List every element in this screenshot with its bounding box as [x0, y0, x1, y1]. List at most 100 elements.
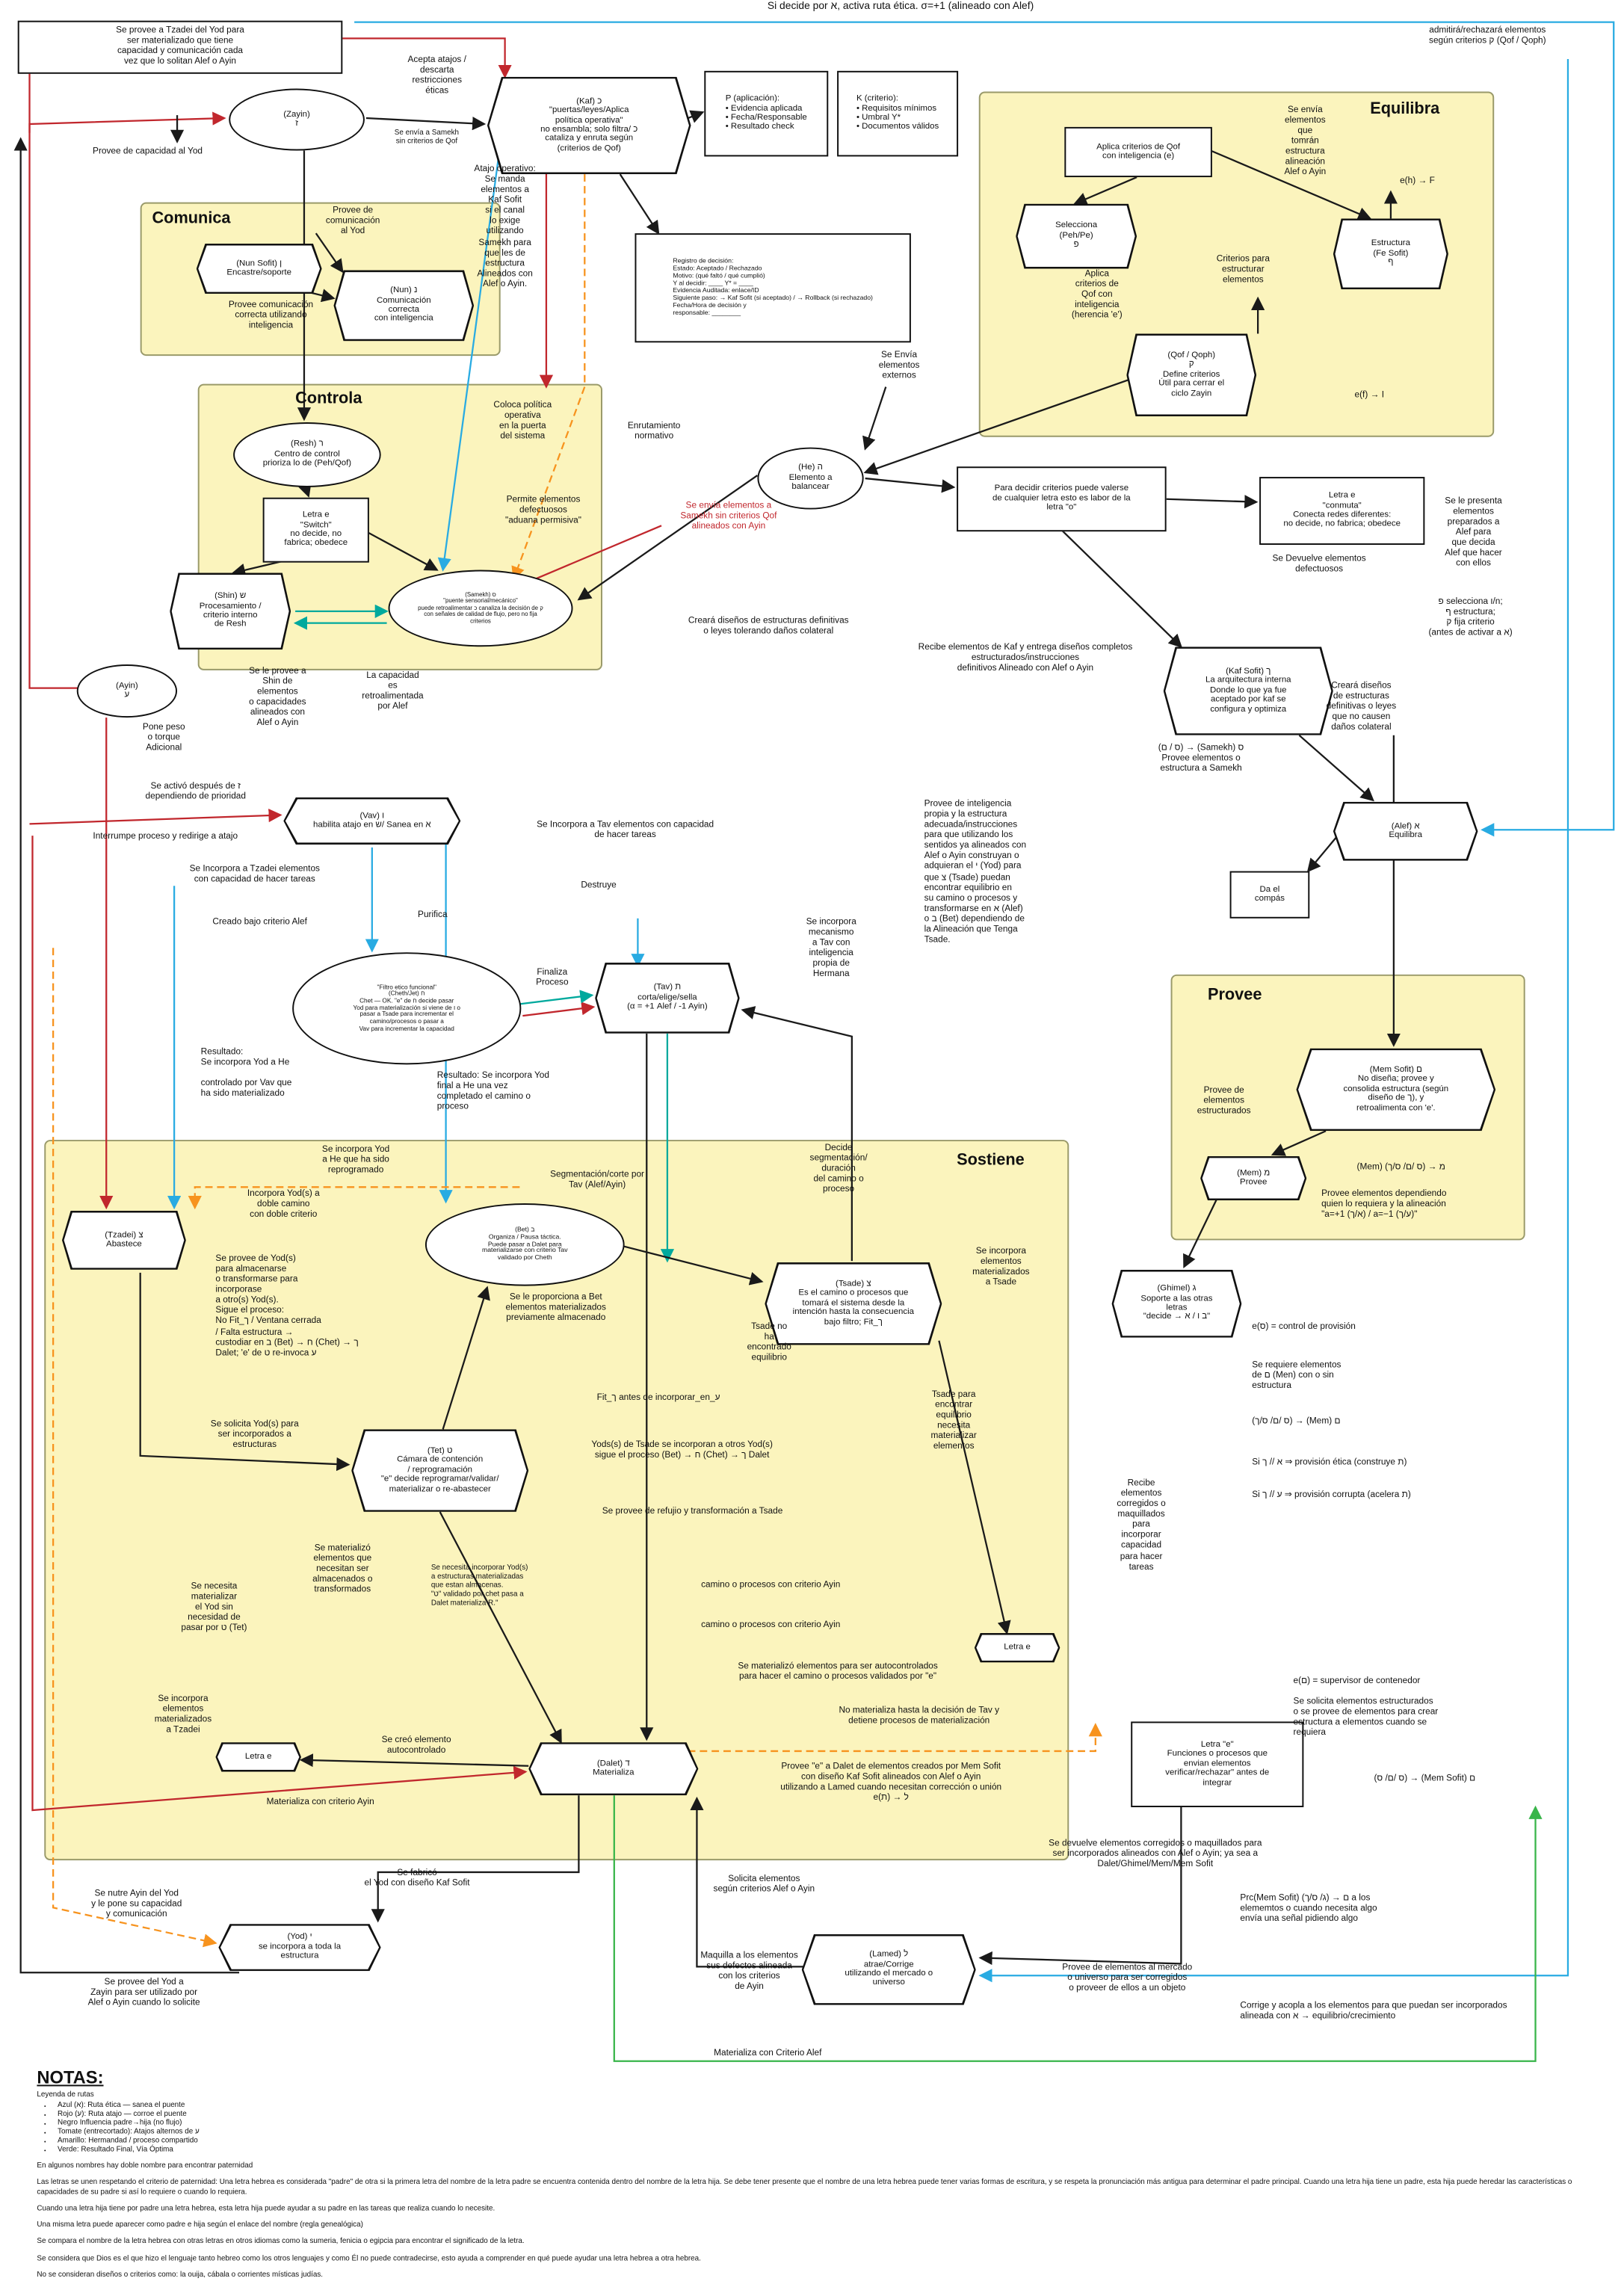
label-incorpora-materializados-tsade: Se incorpora elementos materializados a … [972, 1247, 1030, 1289]
region-title-provee: Provee [1207, 986, 1262, 1004]
node-alef: (Alef) א Equilibra [1333, 801, 1478, 861]
node-peh-label: Selecciona (Peh/Pe) פ [1055, 221, 1098, 250]
node-alef-label: (Alef) א Equilibra [1389, 821, 1422, 841]
label-provee-estructurados: Provee de elementos estructurados [1197, 1086, 1251, 1117]
label-fabrico-yod: Se fabricó el Yod con diseño Kaf Sofit [364, 1868, 470, 1889]
label-decide-segmentacion: Decide segmentación/ duración del camino… [809, 1144, 868, 1195]
node-tsade: (Tsade) צ Es el camino o procesos que to… [765, 1262, 942, 1345]
list-item: Negro Influencia padre→hija (no flujo) [58, 2119, 1594, 2128]
node-bet-label: (Bet) ב Organiza / Pausa táctica. Puede … [482, 1225, 568, 1262]
label-coloca-politica: Coloca política operativa en la puerta d… [493, 401, 552, 442]
label-envia-samekh-ayin: Se envía elementos a Samekh sin criterio… [680, 502, 777, 532]
label-devuelve-corregidos: Se devuelve elementos corregidos o maqui… [1049, 1839, 1262, 1870]
region-title-comunica: Comunica [152, 209, 231, 228]
node-letra-e-conmuta-label: Letra e "conmuta" Conecta redes diferent… [1283, 491, 1401, 530]
label-creado-alef: Creado bajo criterio Alef [212, 918, 307, 928]
node-p-box-label: P (aplicación): • Evidencia aplicada • F… [725, 94, 807, 132]
label-interrumpe: Interrumpe proceso y redirige a atajo [93, 833, 238, 842]
label-envia-externos: Se Envía elementos externos [878, 351, 920, 381]
label-si-ayin: Si ע // ך ⇒ provisión corrupta (acelera … [1252, 1491, 1411, 1501]
list-item: No se consideran diseños o criterios com… [37, 2270, 324, 2280]
label-provee-inteligencia: Provee de inteligencia propia y la estru… [924, 800, 1027, 945]
label-eh-f: e(h) → F [1400, 177, 1435, 186]
node-cheth-label: "Filtro etico funcional" (Cheth/Jet) ח C… [353, 982, 461, 1032]
node-nun-sofit-label: (Nun Sofit) ן Encastre/soporte [226, 259, 291, 278]
label-yod-reprogramado: Se incorpora Yod a He que ha sido reprog… [321, 1145, 390, 1176]
node-lamed-label: (Lamed) ל atrae/Corrige utilizando el me… [845, 1950, 933, 1988]
label-creara-tolerando: Creará diseños de estructuras definitiva… [688, 617, 849, 637]
node-tzadei-label: (Tzadei) צ Abastece [105, 1230, 143, 1250]
label-capacidad-retro: La capacidad es retroalimentada por Alef [362, 671, 424, 712]
node-ghimel-label: (Ghimel) ג Soporte a las otras letras "d… [1140, 1284, 1213, 1323]
label-destruye: Destruye [581, 881, 617, 891]
label-pone-peso: Pone peso o torque Adicional [142, 723, 185, 753]
node-he-label: (He) ה Elemento a balancear [788, 463, 833, 493]
top-right-note: admitirá/rechazará elementos según crite… [1429, 26, 1546, 46]
label-si-alef: Si א // ך ⇒ provisión ética (construye ת… [1252, 1458, 1407, 1468]
node-kaf-sofit-label: (Kaf Sofit) ך La arquitectura interna Do… [1205, 667, 1291, 715]
node-k-box-label: K (criterio): • Requisitos mínimos • Umb… [856, 94, 939, 132]
node-tet-label: (Tet) ט Cámara de contención / reprogram… [380, 1446, 499, 1494]
list-item: Azul (א): Ruta ética — sanea el puente [58, 2101, 1594, 2110]
label-solicita-yods: Se solicita Yod(s) para ser incorporados… [210, 1420, 299, 1451]
list-item: Se considera que Dios es el que hizo el … [37, 2253, 701, 2263]
label-purifica: Purifica [418, 910, 448, 920]
notes-title: NOTAS: [37, 2067, 104, 2088]
label-resultado-vav: Resultado: Se incorpora Yod a He control… [200, 1048, 292, 1099]
list-item: Verde: Resultado Final, Vía Óptima [58, 2145, 1594, 2154]
label-incorpora-tzadei-cap: Se Incorpora a Tzadei elementos con capa… [189, 865, 320, 885]
label-e-control: e(ס) = control de provisión [1252, 1323, 1356, 1332]
label-resultado-final: Resultado: Se incorpora Yod final a He u… [436, 1072, 550, 1113]
node-para-decidir: Para decidir criterios puede valerse de … [957, 466, 1167, 532]
label-mem-map: (Mem) מ → (ס /ם/ ס/ך) [1356, 1163, 1445, 1173]
label-maquilla: Maquilla a los elementos sus defectos al… [700, 1951, 798, 1993]
node-nun-sofit: (Nun Sofit) ן Encastre/soporte [196, 243, 322, 294]
notes-legend-title: Leyenda de rutas [37, 2090, 94, 2100]
node-aplica-qof-e-label: Aplica criterios de Qof con inteligencia… [1096, 142, 1181, 161]
list-item: Las letras se unen respetando el criteri… [37, 2178, 1572, 2197]
label-corrige-acopla: Corrige y acopla a los elementos para qu… [1240, 2002, 1507, 2022]
node-ghimel: (Ghimel) ג Soporte a las otras letras "d… [1111, 1269, 1242, 1338]
notes-legend-list: Azul (א): Ruta ética — sanea el puenteRo… [58, 2101, 1594, 2154]
list-item: Se compara el nombre de la letra hebrea … [37, 2237, 525, 2247]
label-provee-mercado: Provee de elementos al mercado o univers… [1062, 1963, 1193, 1994]
list-item: Cuando una letra hija tiene por padre un… [37, 2203, 495, 2213]
label-creo-autocontrolado: Se creó elemento autocontrolado [381, 1736, 451, 1756]
node-yod: (Yod) י se incorpora a toda la estructur… [218, 1924, 381, 1972]
node-qof-label: (Qof / Qoph) ק Define criterios Útil par… [1158, 351, 1225, 398]
notes-paragraphs: En algunos nombres hay doble nombre para… [37, 2161, 1594, 2280]
label-materializo-almacenados: Se materializó elementos que necesitan s… [312, 1544, 373, 1596]
label-provee-yod-zayin: Se provee del Yod a Zayin para ser utili… [87, 1978, 200, 2008]
label-map-to-mem: (ס /ם/ ס/ך) → (Mem) ם [1252, 1417, 1341, 1427]
label-provee-e-dalet: Provee "e" a Dalet de elementos creados … [780, 1762, 1002, 1803]
node-samekh: (Samekh) ס "puente sensorial/mecánico" p… [388, 570, 573, 647]
node-letra-e-switch-label: Letra e "Switch" no decide, no fabrica; … [284, 510, 348, 549]
label-pe-selecciona: פ selecciona ו/n; ף estructura; ק fija c… [1428, 598, 1513, 638]
label-recibe-corregidos: Recibe elementos corregidos o maquillado… [1117, 1479, 1166, 1573]
node-para-decidir-label: Para decidir criterios puede valerse de … [992, 484, 1131, 513]
node-letra-e-funciones-label: Letra "e" Funciones o procesos que envia… [1165, 1740, 1270, 1788]
label-materializa-ayin: Materializa con criterio Ayin [266, 1798, 374, 1808]
node-samekh-label: (Samekh) ס "puente sensorial/mecánico" p… [418, 590, 543, 625]
label-materializo-autocontrolados: Se materializó elementos para ser autoco… [738, 1662, 938, 1682]
label-comunica-prov-intel: Provee comunicación correcta utilizando … [228, 301, 314, 331]
node-he: (He) ה Elemento a balancear [757, 447, 864, 510]
label-necesita-incorporar: Se necesita incorporar Yod(s) a estructu… [430, 1564, 528, 1608]
node-kaf: (Kaf) כ "puertas/leyes/Aplica política o… [487, 76, 691, 175]
label-camino-ayin-1: camino o procesos con criterio Ayin [701, 1581, 841, 1590]
node-mem: (Mem) מ Provee [1200, 1155, 1307, 1201]
region-title-equilibra: Equilibra [1370, 100, 1440, 119]
label-envia-elem-estructura: Se envía elementos que tomrán estructura… [1284, 106, 1327, 178]
label-requiere-elementos: Se requiere elementos de ם (Men) con o s… [1252, 1361, 1342, 1392]
node-dalet: (Dalet) ד Materializa [528, 1742, 699, 1796]
node-peh: Selecciona (Peh/Pe) פ [1016, 203, 1137, 269]
label-provee-shin: Se le provee a Shin de elementos o capac… [249, 667, 306, 729]
label-permite-defectuosos: Permite elementos defectuosos "aduana pe… [504, 496, 581, 526]
top-banner: Si decide por א, activa ruta ética. σ=+1… [767, 1, 1034, 12]
node-k-box: K (criterio): • Requisitos mínimos • Umb… [837, 70, 959, 157]
label-tsade-equilibrio: Tsade para encontrar equilibrio necesita… [930, 1390, 977, 1452]
node-ayin-label: (Ayin) ע [116, 681, 138, 700]
label-nutre-ayin: Se nutre Ayin del Yod y le pone su capac… [91, 1889, 182, 1920]
node-yod-label: (Yod) י se incorpora a toda la estructur… [258, 1933, 342, 1961]
